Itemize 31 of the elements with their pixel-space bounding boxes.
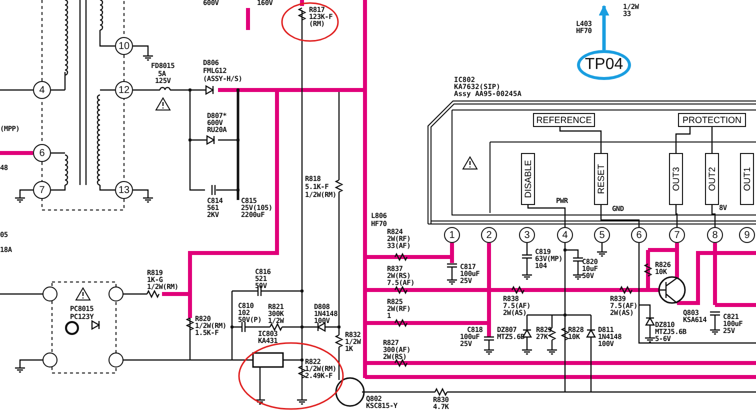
pin-circle: 8	[707, 227, 723, 243]
connector-line	[711, 205, 716, 227]
pin-circle: 1	[444, 227, 460, 243]
function-block: PROTECTION	[678, 113, 746, 127]
pin-circle: 6	[631, 227, 647, 243]
pin-circle: 10	[115, 37, 133, 55]
connector-line	[600, 205, 640, 227]
connector-line	[675, 205, 678, 227]
pin-circle: 13	[115, 181, 133, 199]
pin-circle: 4	[557, 227, 573, 243]
function-block: OUT3	[669, 153, 683, 205]
pin-circle: 12	[115, 81, 133, 99]
pin-circle: 9	[739, 227, 755, 243]
pin-circle: 4	[33, 81, 51, 99]
pin-circle: 3	[519, 227, 535, 243]
connector-line	[675, 127, 691, 153]
pin-circle: 6	[33, 144, 51, 162]
connector-line	[527, 205, 566, 227]
function-block: REFERENCE	[533, 113, 595, 127]
function-block: OUT2	[705, 153, 719, 205]
pin-circle: 5	[594, 227, 610, 243]
pin-circle: 7	[669, 227, 685, 243]
pointer-arrow	[598, 4, 610, 50]
test-point-callout: TP04	[577, 50, 631, 80]
pin-circle: 7	[33, 181, 51, 199]
connector-line	[559, 127, 602, 153]
function-block: DISABLE	[521, 153, 535, 205]
connector-line	[711, 127, 713, 153]
function-block: RESET	[594, 153, 608, 205]
function-block: OUT1	[740, 153, 754, 205]
pin-circle: 2	[481, 227, 497, 243]
